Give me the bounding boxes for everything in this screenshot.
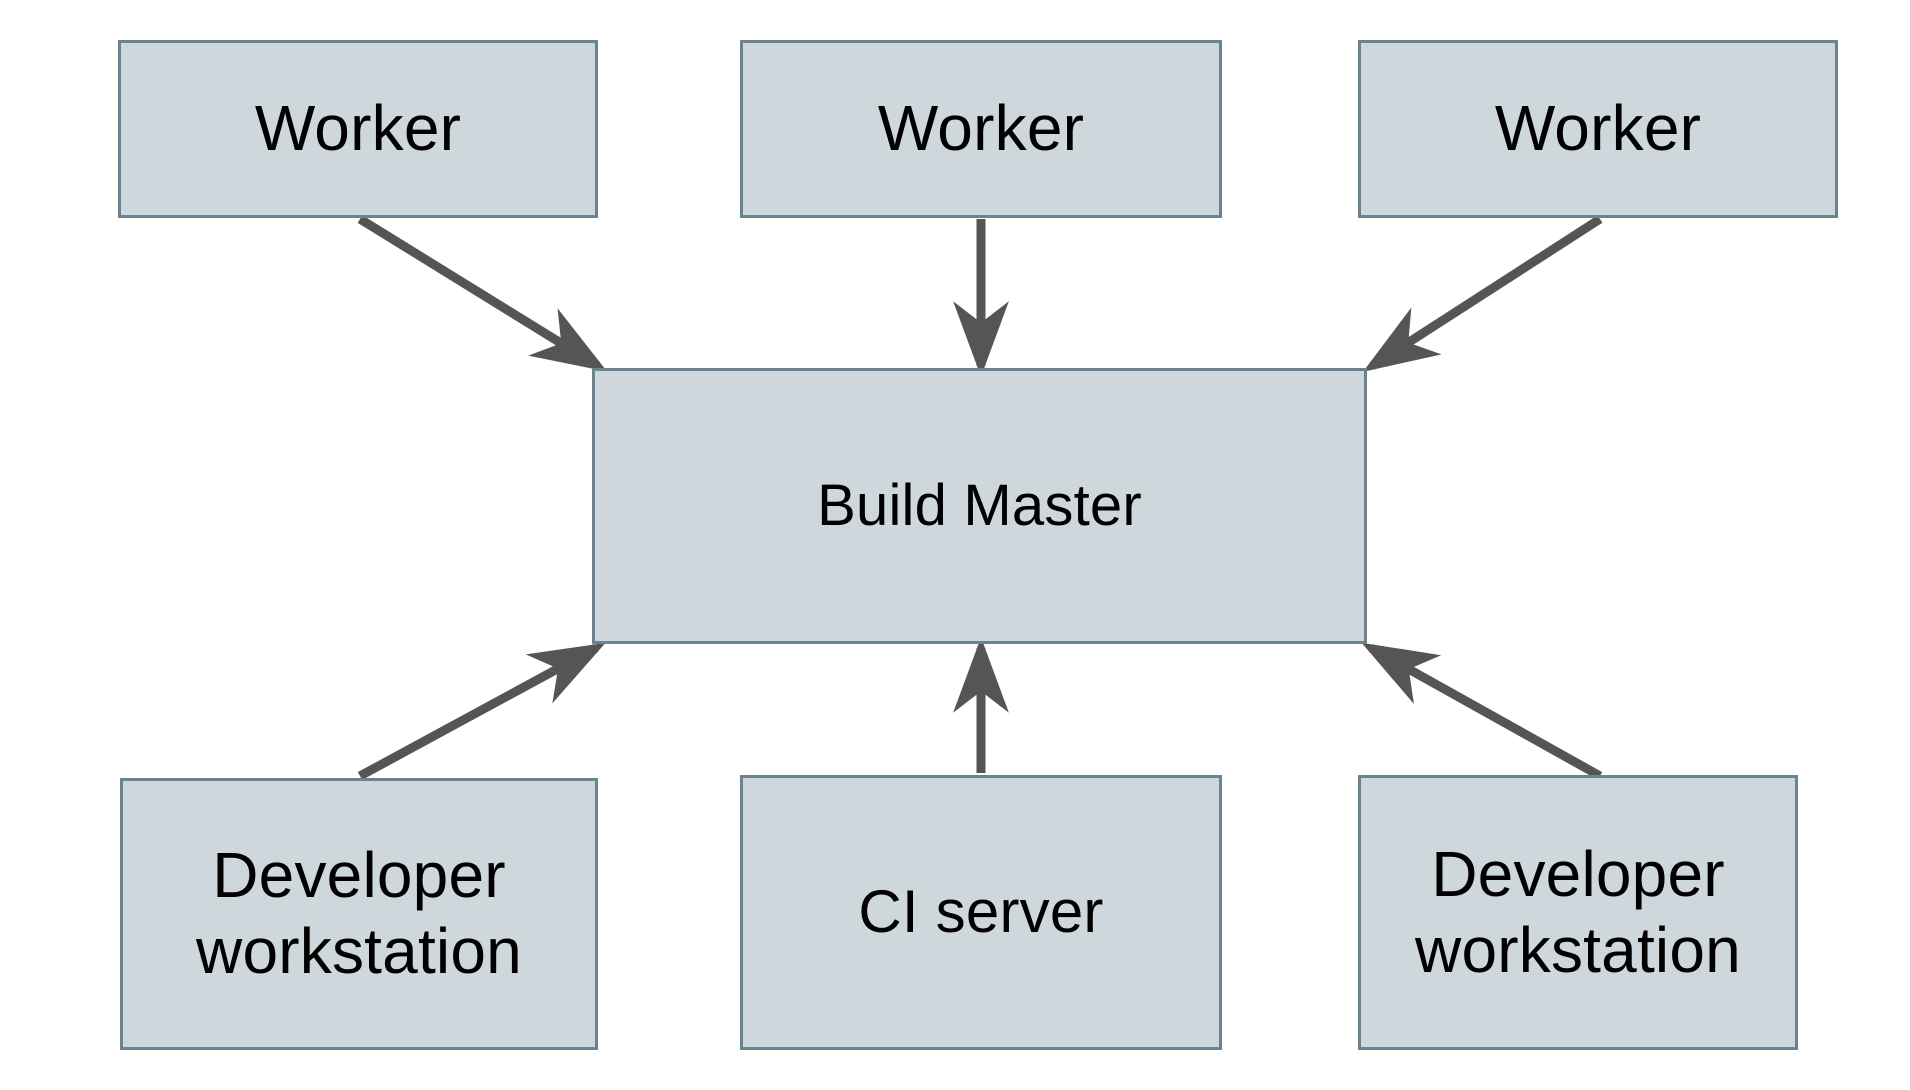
node-developer-workstation-left[interactable]: Developer workstation [120, 778, 598, 1050]
node-build-master[interactable]: Build Master [592, 368, 1367, 644]
node-worker-right[interactable]: Worker [1358, 40, 1838, 218]
node-build-master-label: Build Master [817, 472, 1142, 538]
node-worker-left-label: Worker [254, 92, 462, 165]
edge-dev-left-to-build-master [357, 642, 606, 780]
node-worker-mid-label: Worker [877, 92, 1085, 165]
node-worker-left[interactable]: Worker [118, 40, 598, 218]
node-ci-server[interactable]: CI server [740, 775, 1222, 1050]
node-developer-workstation-right-label: Developer workstation [1415, 837, 1741, 986]
node-developer-workstation-left-label: Developer workstation [196, 839, 522, 987]
edge-worker-right-to-build-master [1362, 215, 1603, 372]
node-worker-mid[interactable]: Worker [740, 40, 1222, 218]
node-worker-right-label: Worker [1494, 92, 1702, 165]
edge-worker-left-to-build-master [357, 215, 608, 372]
node-ci-server-label: CI server [858, 878, 1104, 946]
node-developer-workstation-right[interactable]: Developer workstation [1358, 775, 1798, 1050]
edge-dev-right-to-build-master [1361, 642, 1603, 780]
